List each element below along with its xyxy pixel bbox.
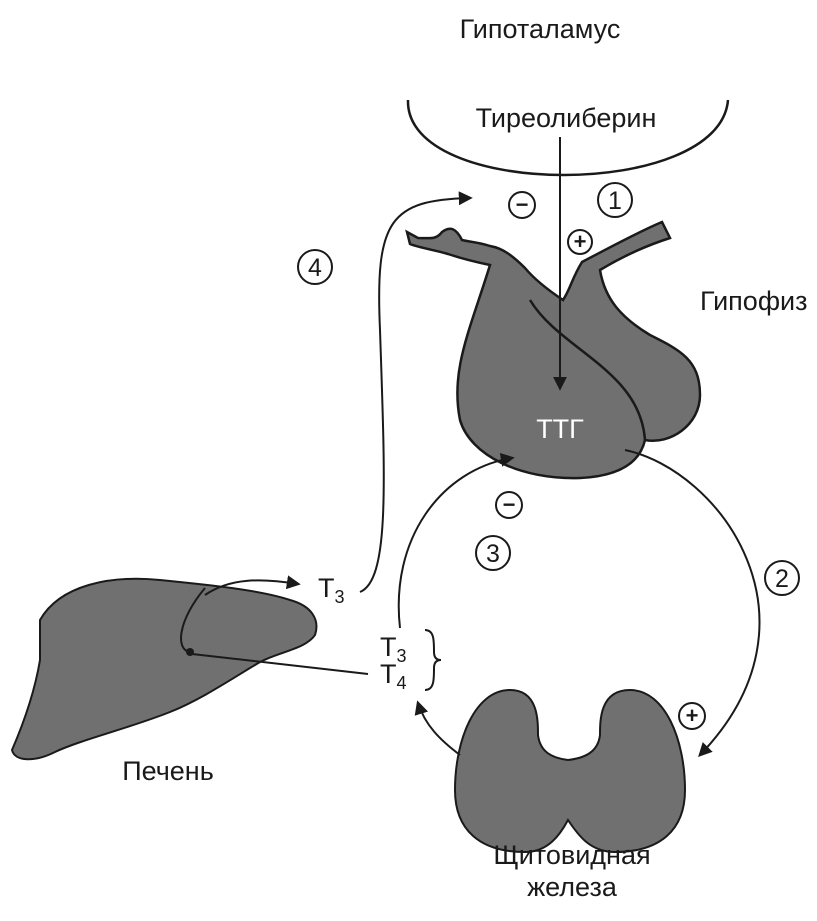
step-1-number: 1 [608,187,622,215]
thyroid-gland-shape [455,690,685,852]
step-2-number: 2 [775,565,789,593]
hormone-brace [425,630,441,690]
pituitary-label: Гипофиз [700,286,808,316]
thyroid-label-line1: Щитовидная [493,840,650,870]
thyroid-t4-base: T [380,659,397,689]
minus-sign-2-text: − [503,492,516,517]
plus-sign-2-text: + [686,703,699,728]
liver-shape [12,579,316,759]
hypothalamus-label: Гипоталамус [460,14,621,44]
plus-sign-1-text: + [574,229,587,254]
liver-t3-base: T [318,573,335,603]
thyroliberin-label: Тиреолиберин [476,103,657,133]
thyroid-t4-sub: 4 [397,673,407,693]
step-4-number: 4 [308,254,322,282]
step-3-number: 3 [486,540,500,568]
liver-t3-label: T3 [318,573,345,607]
thyroid-t3-base: T [380,632,397,662]
minus-sign-1-text: − [516,192,529,217]
arrow-thyroid-to-hormones [418,703,460,755]
liver-label: Печень [122,756,214,786]
thyroid-label-line2: железа [527,872,618,902]
thyroid-t3-sub: 3 [397,646,407,666]
liver-t3-sub: 3 [335,587,345,607]
ttg-label: ТТГ [536,414,584,444]
